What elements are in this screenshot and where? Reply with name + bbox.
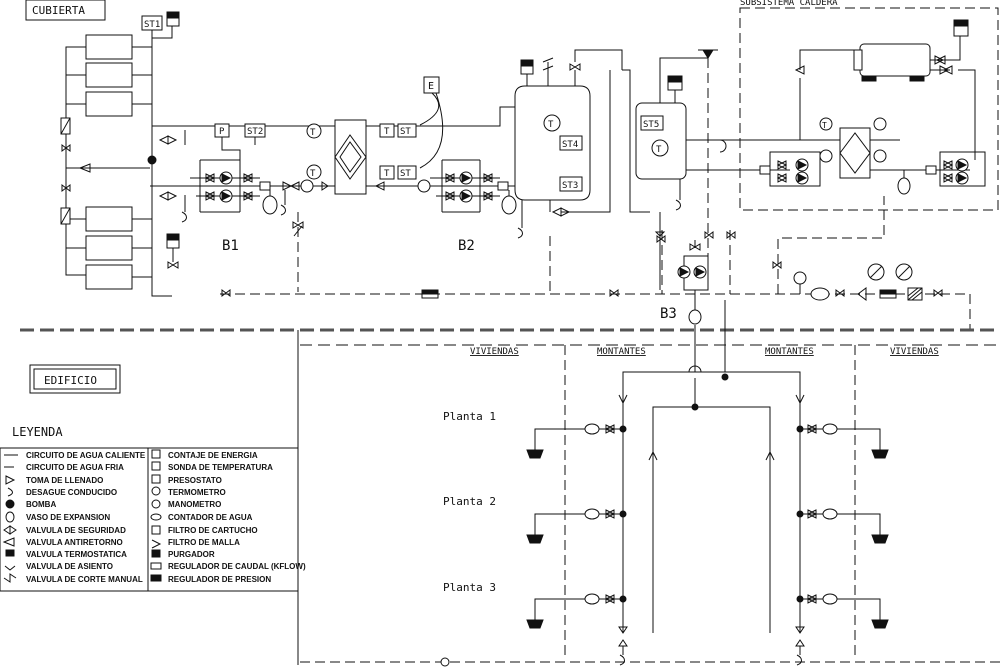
legend-flow-regulator: REGULADOR DE CAUDAL (KFLOW) [168, 562, 306, 571]
legend-right: CONTAJE DE ENERGIA SONDA DE TEMPERATURA … [150, 449, 306, 584]
b1-label: B1 [222, 238, 239, 254]
column-viviendas-left: VIVIENDAS [470, 347, 519, 357]
st1-tag: ST1 [144, 20, 160, 30]
cubierta-label: CUBIERTA [32, 4, 85, 17]
legend-left: CIRCUITO DE AGUA CALIENTE CIRCUITO DE AG… [2, 451, 146, 584]
st4-tag: ST4 [562, 140, 578, 150]
solar-collector [85, 264, 133, 290]
legend-safety-valve: VALVULA DE SEGURIDAD [26, 526, 126, 535]
boiler-thermometer: T [822, 121, 827, 130]
legend-purger: PURGADOR [168, 550, 215, 559]
solar-collector [85, 34, 133, 60]
solar-collector [85, 91, 133, 117]
b3-label: B3 [660, 306, 677, 322]
pressostat-tag: P [219, 127, 225, 137]
legend-mesh-filter: FILTRO DE MALLA [168, 538, 240, 547]
legend-expansion-vessel: VASO DE EXPANSION [26, 513, 110, 522]
legend-manometer: MANOMETRO [168, 500, 221, 509]
legend-check-valve: VALVULA ANTIRETORNO [26, 538, 123, 547]
energy-meter-tag: E [428, 81, 434, 92]
legend-thermostatic-valve: VALVULA TERMOSTATICA [26, 550, 127, 559]
cubierta-label-box [25, 0, 106, 21]
boiler-pump-group-right [897, 151, 986, 195]
solar-storage-tank [514, 85, 591, 201]
legend-energy-meter: CONTAJE DE ENERGIA [168, 451, 258, 460]
b2-label: B2 [458, 238, 475, 254]
legend-pressure-regulator: REGULADOR DE PRESION [168, 575, 271, 584]
column-montantes-left: MONTANTES [597, 347, 646, 357]
st2-tag: ST2 [247, 127, 263, 137]
legend-temperature-probe: SONDA DE TEMPERATURA [168, 463, 273, 472]
st-left-tag-2: ST [400, 169, 411, 179]
legend-seat-valve: VALVULA DE ASIENTO [26, 562, 113, 571]
tank2-thermometer: T [656, 145, 662, 155]
boiler-subsystem-label: SUBSISTEMA CALDERA [740, 0, 838, 8]
boiler-pump-group-left [759, 151, 821, 187]
legend-fill-tap: TOMA DE LLENADO [26, 476, 103, 485]
heat-exchanger-boiler [839, 127, 871, 179]
st5-tag: ST5 [643, 120, 659, 130]
legend-pump: BOMBA [26, 500, 56, 509]
legend-cold-circuit: CIRCUITO DE AGUA FRIA [26, 463, 124, 472]
floor-label-3: Planta 3 [443, 581, 496, 594]
thermometer-b2: T [384, 127, 390, 137]
column-montantes-right: MONTANTES [765, 347, 814, 357]
legend-water-meter: CONTADOR DE AGUA [168, 513, 253, 522]
dwelling-branches [526, 423, 889, 629]
b1-pump-group [190, 159, 329, 216]
thermometer-tag-2: T [310, 169, 316, 179]
floor-label-1: Planta 1 [443, 410, 496, 423]
legend-title: LEYENDA [12, 425, 63, 439]
riser-system [618, 300, 805, 666]
solar-collector-array [60, 30, 172, 297]
st-left-tag: ST [400, 127, 411, 137]
b2-pump-group [417, 159, 517, 215]
legend-box [0, 447, 299, 592]
boiler [794, 19, 976, 160]
legend-manual-valve: VALVULA DE CORTE MANUAL [26, 575, 143, 584]
solar-collector [85, 235, 133, 261]
solar-collector [85, 206, 133, 232]
legend-drain: DESAGUE CONDUCIDO [26, 488, 117, 497]
legend-thermometer: TERMOMETRO [168, 488, 226, 497]
edificio-label: EDIFICIO [44, 374, 97, 387]
tank1-thermometer: T [548, 120, 554, 130]
st3-tag: ST3 [562, 181, 578, 191]
column-viviendas-right: VIVIENDAS [890, 347, 939, 357]
thermometer-b2-2: T [384, 169, 390, 179]
legend-hot-circuit: CIRCUITO DE AGUA CALIENTE [26, 451, 146, 460]
legend-cartridge-filter: FILTRO DE CARTUCHO [168, 526, 258, 535]
legend-pressostat: PRESOSTATO [168, 476, 222, 485]
b3-pump-group [677, 240, 709, 340]
boiler-subsystem-frame [739, 7, 999, 211]
solar-collector [85, 62, 133, 88]
thermometer-tag: T [310, 128, 316, 138]
floor-label-2: Planta 2 [443, 495, 496, 508]
